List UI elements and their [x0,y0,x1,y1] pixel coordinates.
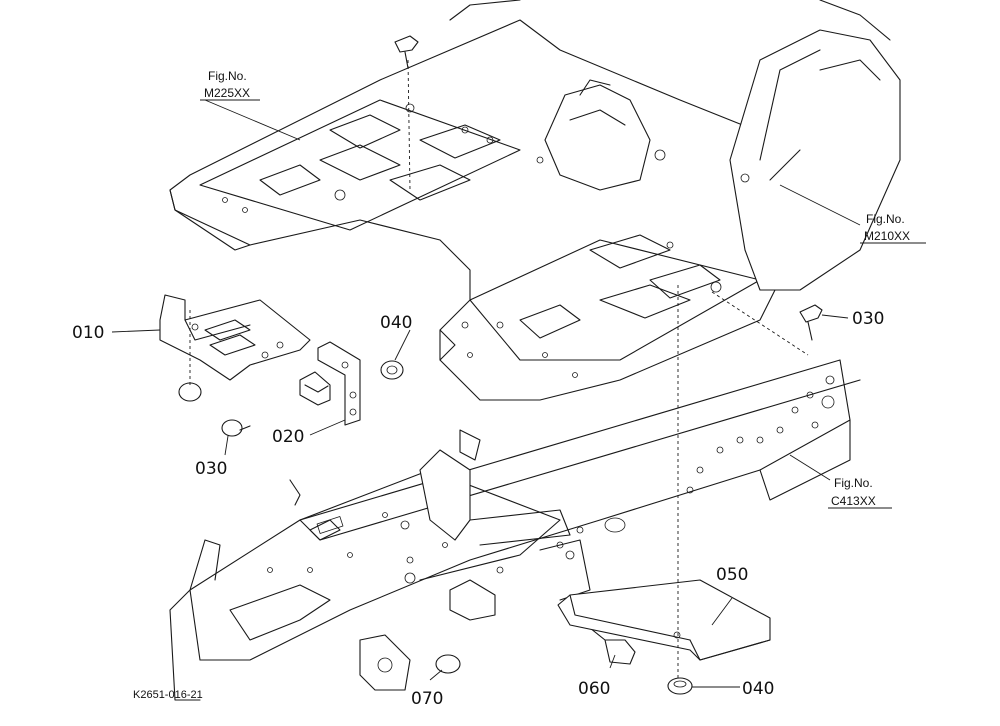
svg-text:C413XX: C413XX [831,494,876,508]
svg-text:Fig.No.: Fig.No. [866,212,905,226]
part-label-030-right: 030 [852,309,884,329]
part-label-040-upper: 040 [380,313,412,333]
floor-step-assembly [169,0,901,401]
part-label-060: 060 [578,679,610,699]
bolt-030-right [799,304,823,341]
part-label-070: 070 [411,689,443,709]
part-label-030-left: 030 [195,459,227,479]
grommet-070 [435,654,461,674]
part-labels: 010 020 030 030 040 040 050 060 070 [72,309,884,709]
svg-text:Fig.No.: Fig.No. [208,69,247,83]
ref-m210xx: Fig.No. M210XX [860,212,926,244]
rail-holes [556,375,835,549]
grommet-040-lower [667,677,693,695]
assembly-lines [189,59,809,680]
bolt-030-top [394,35,419,69]
svg-text:M210XX: M210XX [864,229,910,243]
drawing-code: K2651-016-21 [133,689,203,701]
bracket-part-020 [299,341,361,426]
grommet-010-lower [178,382,202,402]
bracket-part-050 [557,579,771,661]
part-label-010: 010 [72,323,104,343]
figure-references: Fig.No. M225XX Fig.No. M210XX Fig.No. C4… [200,69,926,509]
chassis-frame [169,359,861,701]
part-label-020: 020 [272,427,304,447]
grommet-040-upper [380,360,404,380]
leader-lines [111,99,861,688]
bolt-030-left [221,419,251,437]
svg-text:M225XX: M225XX [204,86,250,100]
svg-text:Fig.No.: Fig.No. [834,476,873,490]
bracket-part-010 [159,294,311,381]
part-label-050: 050 [716,565,748,585]
part-label-040-lower: 040 [742,679,774,699]
ref-c413xx: Fig.No. C413XX [828,476,892,509]
ref-m225xx: Fig.No. M225XX [200,69,260,101]
